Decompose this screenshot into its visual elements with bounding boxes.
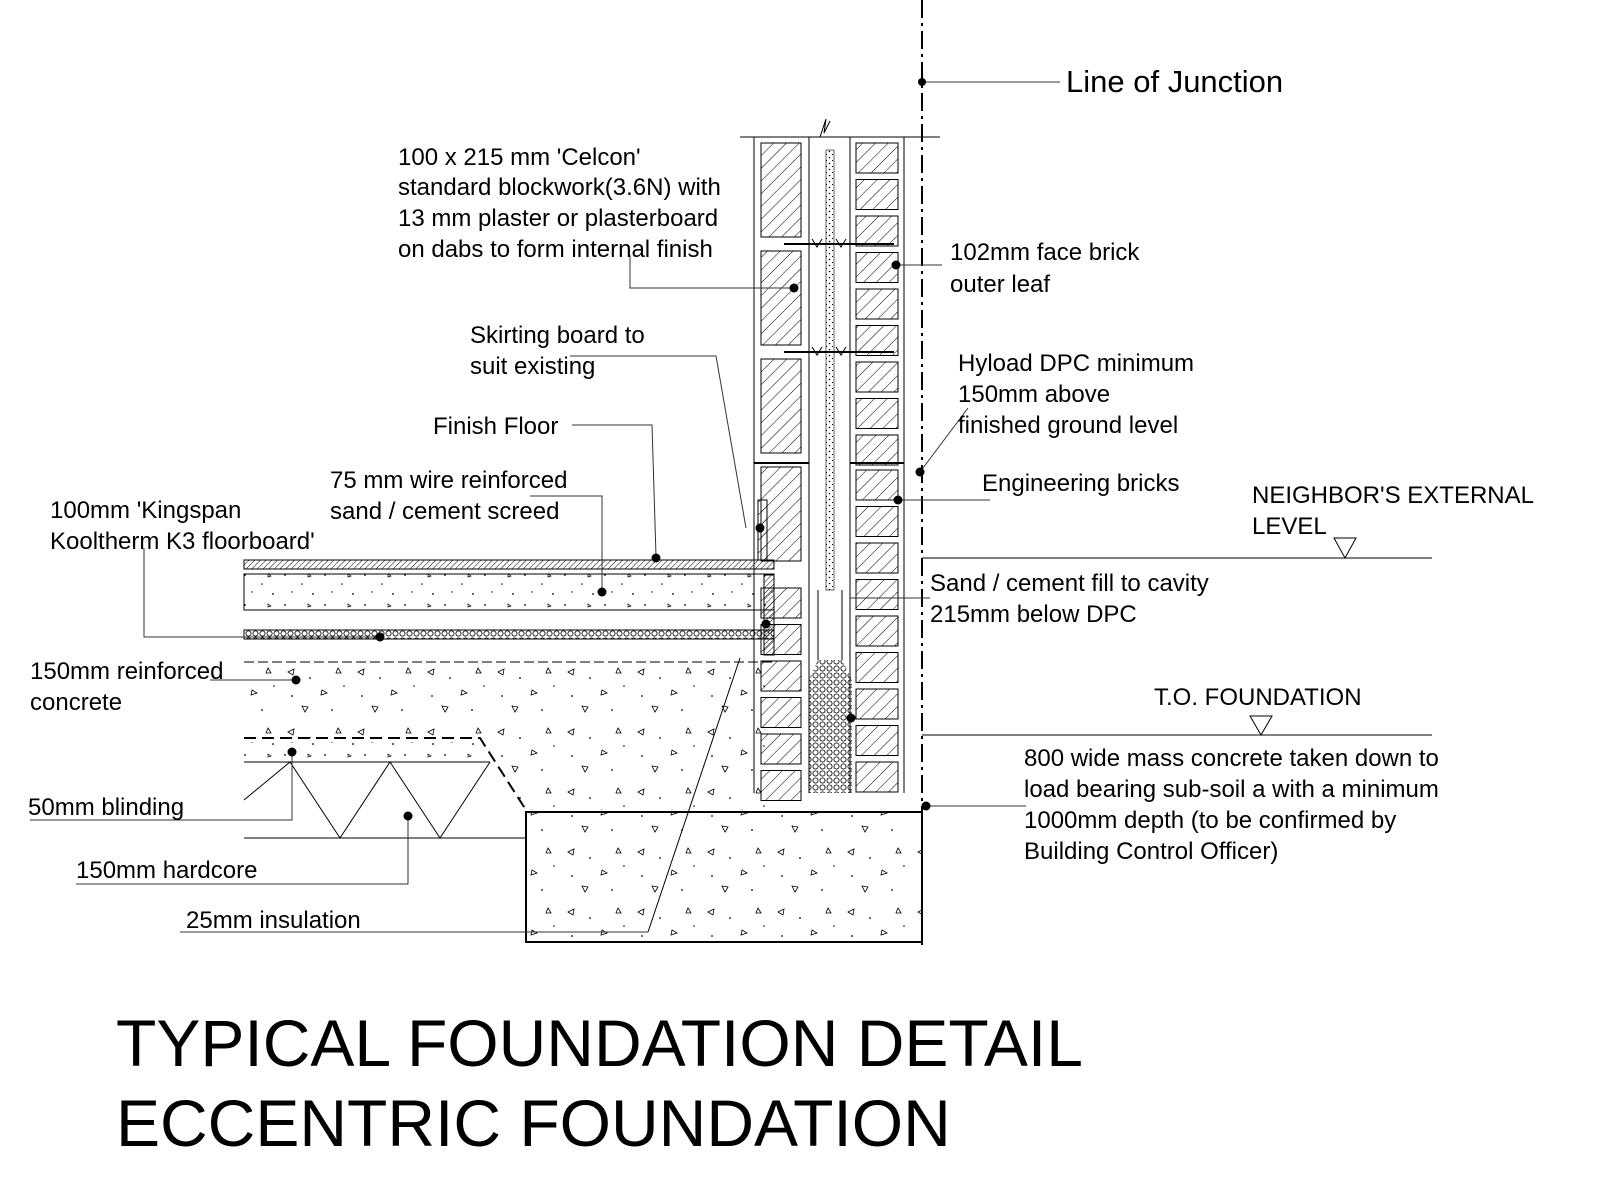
label-finish-floor: Finish Floor [433, 413, 558, 440]
label-mass-line-4: Building Control Officer) [1024, 838, 1278, 865]
face-brick-course [855, 215, 899, 247]
label-concrete-line-2: concrete [30, 689, 122, 716]
label-blockwork-line-1: 100 x 215 mm 'Celcon' [398, 144, 641, 171]
engineering-brick-course [855, 652, 899, 683]
face-brick-outer-leaf [855, 142, 899, 466]
label-skirting: Skirting board to suit existing [470, 322, 645, 380]
engineering-brick-course [855, 615, 899, 647]
blockwork-inner-leaf [754, 142, 809, 562]
concrete-slab [244, 661, 774, 811]
title-line-2: ECCENTRIC FOUNDATION [116, 1086, 951, 1160]
label-blockwork-line-3: 13 mm plaster or plasterboard [398, 205, 718, 232]
blinding-hardcore [243, 742, 526, 839]
floor-buildup [243, 499, 775, 656]
label-engineering-bricks: Engineering bricks [982, 470, 1179, 497]
engineering-brick-course [855, 579, 899, 610]
wall-tie-upper [784, 238, 894, 248]
label-cavity-fill: Sand / cement fill to cavity 215mm below… [930, 570, 1209, 628]
label-hyload-line-1: Hyload DPC minimum [958, 350, 1194, 377]
label-blockwork-line-4: on dabs to form internal finish [398, 236, 713, 263]
label-face-brick-line-1: 102mm face brick [950, 239, 1140, 266]
label-mass-line-1: 800 wide mass concrete taken down to [1024, 745, 1439, 772]
face-brick-course [855, 398, 899, 429]
label-blockwork: 100 x 215 mm 'Celcon' standard blockwork… [398, 144, 721, 263]
label-line-of-junction: Line of Junction [1066, 64, 1283, 99]
face-brick-course [855, 142, 899, 174]
label-mass-line-3: 1000mm depth (to be confirmed by [1024, 807, 1396, 834]
label-concrete-line-1: 150mm reinforced [30, 658, 223, 685]
label-neighbors-line-2: LEVEL [1252, 513, 1327, 540]
label-skirting-line-2: suit existing [470, 353, 595, 380]
label-hyload-line-2: 150mm above [958, 381, 1110, 408]
label-mass-line-2: load bearing sub-soil a with a minimum [1024, 776, 1439, 803]
face-brick-course [855, 434, 899, 466]
label-blinding: 50mm blinding [28, 794, 184, 821]
label-face-brick-line-2: outer leaf [950, 271, 1050, 298]
perimeter-insulation [763, 574, 775, 656]
engineering-bricks [855, 469, 899, 793]
label-kingspan-line-1: 100mm 'Kingspan [50, 497, 241, 524]
label-screed-line-2: sand / cement screed [330, 498, 559, 525]
to-foundation-marker [1249, 715, 1273, 736]
label-mass-concrete: 800 wide mass concrete taken down to loa… [1024, 745, 1439, 865]
face-brick-course [855, 325, 899, 356]
engineering-brick-course [855, 761, 899, 793]
screed [243, 573, 775, 611]
engineering-brick-course [855, 542, 899, 574]
label-hardcore: 150mm hardcore [76, 857, 257, 884]
label-skirting-line-1: Skirting board to [470, 322, 645, 349]
insulation-diagonal [647, 657, 741, 933]
floor-finish [243, 559, 775, 570]
kingspan-board [243, 629, 775, 640]
engineering-brick-course [855, 725, 899, 756]
cavity-insulation [825, 149, 835, 591]
label-screed: 75 mm wire reinforced sand / cement scre… [330, 467, 567, 525]
leaders [30, 78, 1060, 933]
title-line-1: TYPICAL FOUNDATION DETAIL [116, 1006, 1083, 1080]
face-brick-course [855, 288, 899, 320]
label-hyload-line-3: finished ground level [958, 412, 1178, 439]
neighbors-level-marker [1333, 537, 1357, 560]
engineering-brick-course [855, 506, 899, 537]
label-hyload-dpc: Hyload DPC minimum 150mm above finished … [958, 350, 1194, 439]
face-brick-course [855, 252, 899, 283]
label-screed-line-1: 75 mm wire reinforced [330, 467, 567, 494]
cavity-fill [809, 660, 852, 793]
mass-concrete-foundation [525, 811, 923, 943]
label-cavity-line-1: Sand / cement fill to cavity [930, 570, 1209, 597]
face-brick-course [855, 179, 899, 210]
label-cavity-line-2: 215mm below DPC [930, 601, 1137, 628]
engineering-brick-course [855, 469, 899, 501]
wall-tie-lower [784, 346, 894, 356]
label-reinforced-concrete: 150mm reinforced concrete [30, 658, 223, 716]
label-neighbors-level: NEIGHBOR'S EXTERNAL LEVEL [1252, 482, 1534, 540]
engineering-brick-course [855, 688, 899, 720]
label-kingspan-line-2: Kooltherm K3 floorboard' [50, 528, 315, 555]
label-neighbors-line-1: NEIGHBOR'S EXTERNAL [1252, 482, 1534, 509]
label-kingspan: 100mm 'Kingspan Kooltherm K3 floorboard' [50, 497, 315, 555]
label-to-foundation: T.O. FOUNDATION [1154, 684, 1362, 711]
label-insulation: 25mm insulation [186, 907, 361, 934]
face-brick-course [855, 361, 899, 393]
label-blockwork-line-2: standard blockwork(3.6N) with [398, 174, 721, 201]
label-face-brick: 102mm face brick outer leaf [950, 239, 1140, 298]
